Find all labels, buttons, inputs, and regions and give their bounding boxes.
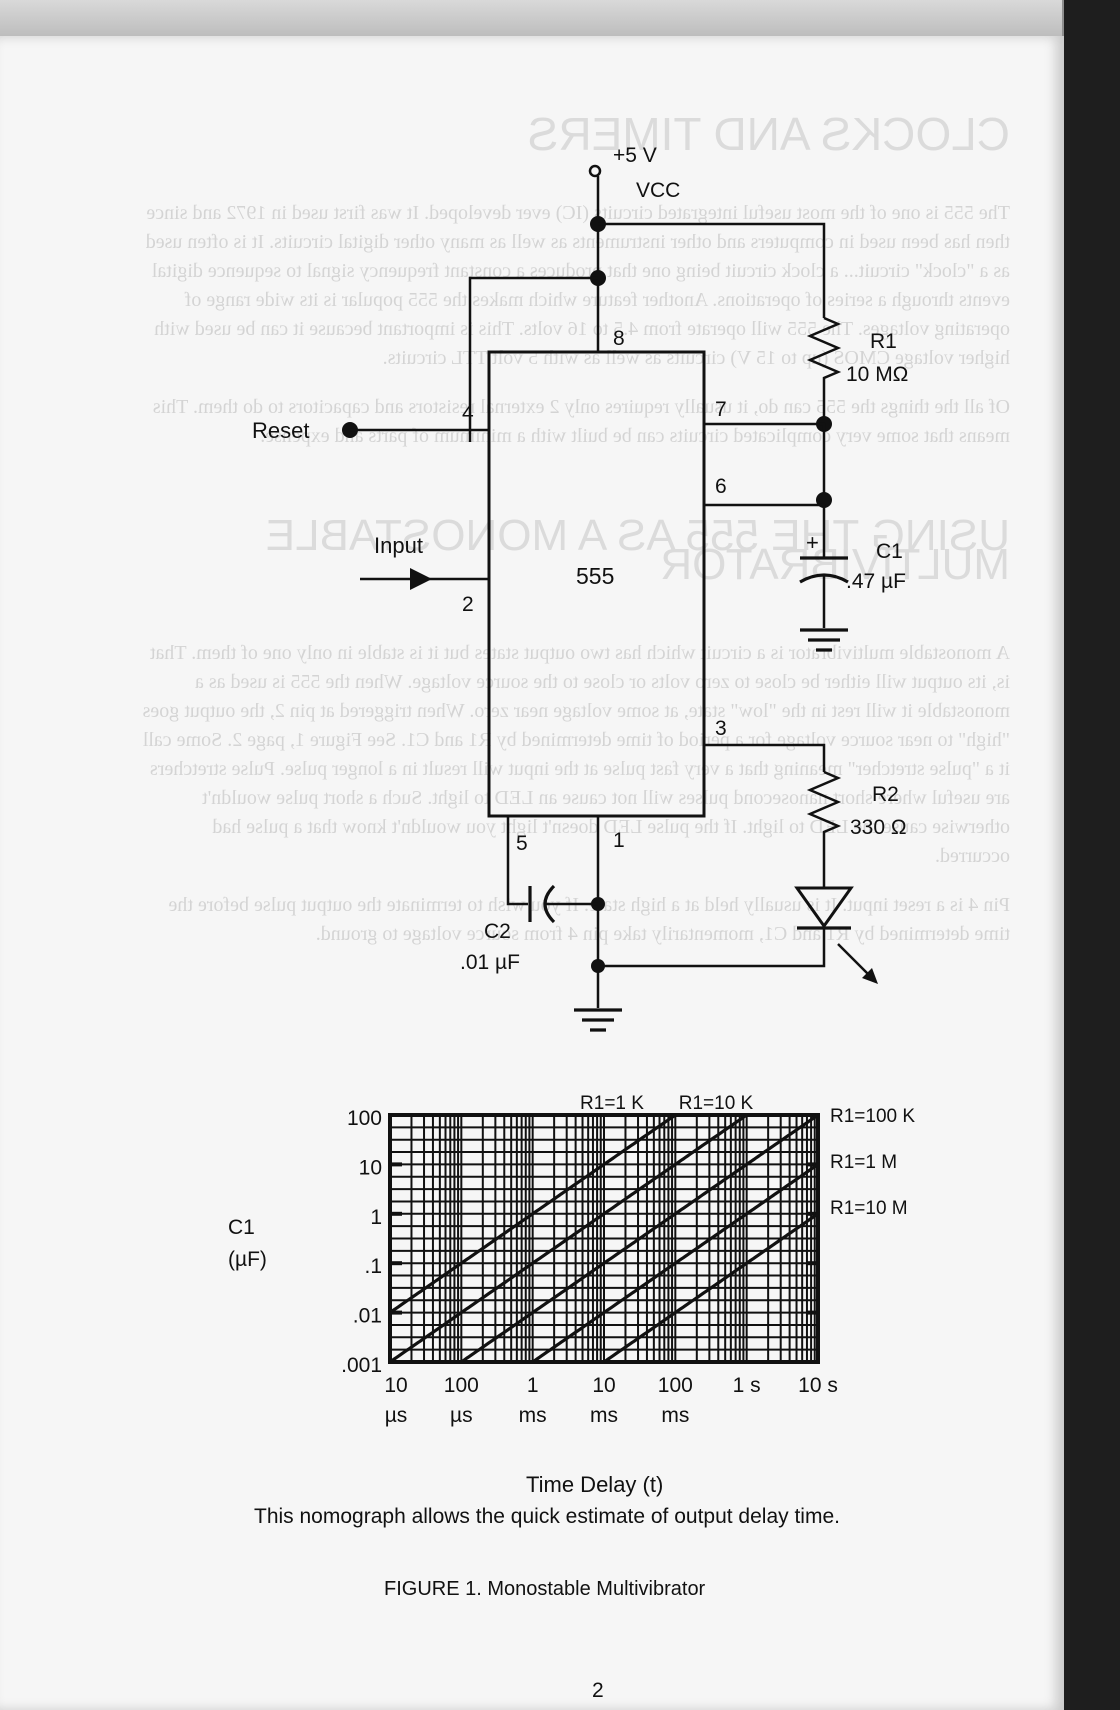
series-line (461, 1113, 819, 1363)
page-number: 2 (592, 1679, 604, 1702)
led-ground-wire (598, 928, 826, 968)
junction-dot (591, 959, 605, 973)
r1-value: 10 MΩ (846, 363, 908, 386)
chart-grid (388, 1113, 820, 1364)
pin-number-4: 4 (462, 402, 474, 425)
y-tick-label: .001 (341, 1354, 382, 1377)
page-edge-shadow (1064, 0, 1120, 1710)
led-icon (794, 886, 854, 929)
y-axis-unit: (µF) (228, 1248, 267, 1271)
y-tick-label: 1 (370, 1206, 382, 1229)
c2-name: C2 (484, 920, 511, 943)
nomograph-caption: This nomograph allows the quick estimate… (254, 1505, 840, 1528)
series-label: R1=10 K (679, 1093, 754, 1114)
pin5-wire (506, 816, 528, 906)
series-label: R1=10 M (830, 1198, 908, 1219)
pin-number-2: 2 (462, 593, 474, 616)
vcc-r1-wire (598, 222, 826, 318)
scan-top-band (0, 0, 1062, 36)
r1-name: R1 (870, 330, 897, 353)
c1-polarity: + (806, 530, 819, 555)
figure-caption: FIGURE 1. Monostable Multivibrator (384, 1578, 706, 1600)
x-tick-label: 100 (658, 1374, 693, 1397)
input-label: Input (374, 533, 423, 558)
chip-label: 555 (576, 563, 614, 589)
pin-number-5: 5 (516, 832, 528, 855)
series-label: R1=1 K (580, 1093, 644, 1114)
reset-label: Reset (252, 418, 309, 443)
schematic: +5 V VCC 555 8 4 7 6 2 3 5 1 Reset Input… (252, 144, 908, 1032)
document-page (0, 36, 1064, 1710)
chart-series-lines (389, 1113, 819, 1364)
y-axis-label: C1 (228, 1216, 255, 1239)
x-tick-unit: ms (590, 1404, 618, 1427)
pin3-wire (704, 743, 826, 772)
c1-name: C1 (876, 540, 903, 563)
x-tick-label: 10 (384, 1374, 407, 1397)
series-line (532, 1163, 819, 1363)
r2-name: R2 (872, 783, 899, 806)
vcc-reset-wire (468, 276, 598, 442)
r2-resistor (806, 770, 842, 888)
c2-value: .01 µF (460, 951, 520, 974)
supply-terminal (588, 164, 602, 178)
c1-value: .47 µF (846, 570, 906, 593)
x-tick-label: 10 (592, 1374, 615, 1397)
series-label: R1=1 M (830, 1152, 897, 1173)
x-tick-unit: ms (661, 1404, 689, 1427)
y-tick-label: .01 (353, 1305, 382, 1328)
supply-label: +5 V (613, 144, 657, 167)
series-line (389, 1114, 747, 1364)
x-tick-label: 1 s (733, 1374, 761, 1397)
vcc-label: VCC (636, 179, 680, 202)
pin-number-1: 1 (613, 829, 625, 852)
y-tick-label: 10 (359, 1156, 382, 1179)
pin7-wire (704, 422, 826, 500)
x-tick-label: 1 (527, 1374, 539, 1397)
series-line (389, 1114, 676, 1314)
input-arrow (410, 568, 432, 590)
c2-curved-plate (543, 884, 556, 924)
y-tick-label: .1 (364, 1255, 382, 1278)
ground-icon (800, 628, 848, 652)
pin-number-8: 8 (613, 327, 625, 350)
pin-number-7: 7 (715, 398, 727, 421)
c1-curved-plate (799, 573, 849, 584)
pin-number-3: 3 (715, 717, 727, 740)
x-tick-unit: µs (450, 1404, 473, 1427)
led-arrow-icon (862, 968, 878, 984)
pin-number-6: 6 (715, 475, 727, 498)
x-tick-label: 100 (444, 1374, 479, 1397)
r2-value: 330 Ω (850, 816, 907, 839)
pin6-wire (704, 503, 826, 558)
r1-resistor (806, 316, 842, 420)
x-tick-label: 10 s (798, 1374, 838, 1397)
series-label: R1=100 K (830, 1106, 915, 1127)
x-tick-unit: µs (385, 1404, 408, 1427)
x-tick-unit: ms (519, 1404, 547, 1427)
y-tick-label: 100 (347, 1107, 382, 1130)
chip-555 (487, 350, 706, 818)
led-emission-line (837, 943, 871, 977)
series-line (603, 1212, 819, 1364)
x-axis-label: Time Delay (t) (526, 1472, 663, 1497)
ground-icon (574, 1008, 622, 1032)
